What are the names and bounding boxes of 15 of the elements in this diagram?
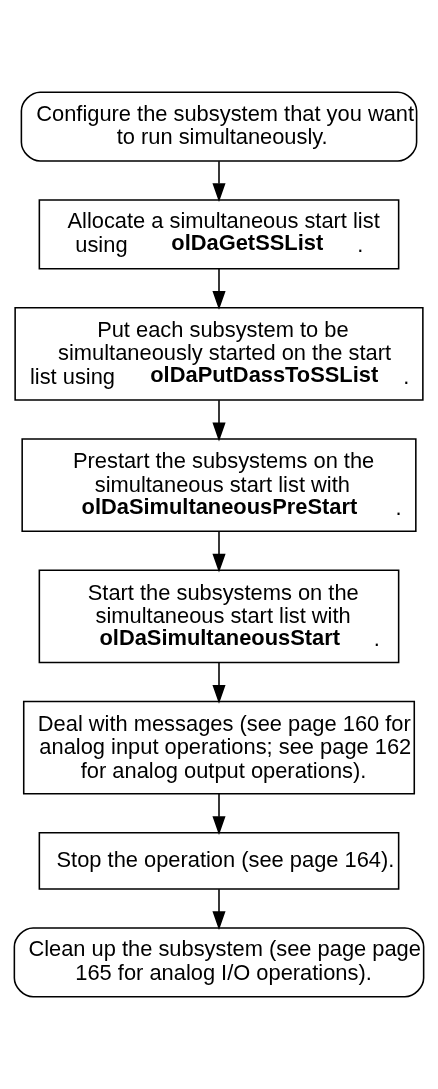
node-box: Deal with messages (see page 160 for analog input operations; see page 162 for analog output operations). bbox=[22, 700, 416, 795]
arrow bbox=[212, 530, 226, 573]
node-box: Clean up the subsystem (see page page 165 for analog I/O operations). bbox=[13, 927, 425, 998]
node-box: Put each subsystem to be simultaneously started on the start list using olDaPutDassToSSList. bbox=[14, 307, 424, 401]
arrow bbox=[212, 268, 226, 310]
arrow bbox=[212, 888, 226, 930]
arrow bbox=[212, 661, 226, 704]
arrow bbox=[212, 399, 226, 442]
node-box: Stop the operation (see page 164). bbox=[38, 831, 400, 890]
node-box: Prestart the subsystems on the simultaneous start list with olDaSimultaneousPreStart. bbox=[21, 438, 417, 532]
arrow bbox=[212, 793, 226, 835]
node-box: Configure the subsystem that you want to run simultaneously. bbox=[20, 91, 418, 162]
node-box: Start the subsystems on the simultaneous start list with olDaSimultaneousStart. bbox=[38, 569, 400, 664]
node-box: Allocate a simultaneous start list using olDaGetSSList. bbox=[38, 199, 400, 270]
arrow bbox=[212, 160, 226, 202]
